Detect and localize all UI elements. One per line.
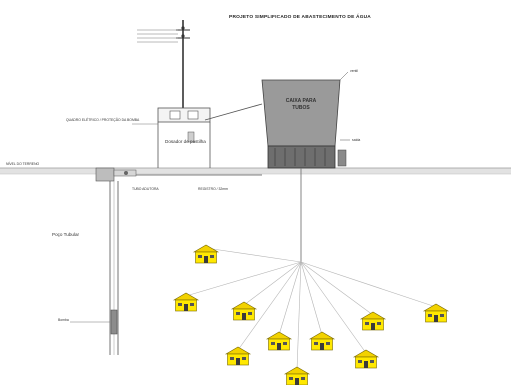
house-icon: [308, 331, 336, 351]
house-icon: [224, 346, 252, 366]
pump-house: [157, 107, 211, 168]
power-pole-icon: [137, 20, 190, 108]
distribution-line: [296, 261, 302, 371]
tank-label-line1: CAIXA PARA: [286, 98, 317, 104]
distribution-line: [300, 261, 437, 308]
distribution-line: [185, 261, 302, 297]
pump-label: Bomba: [58, 318, 69, 322]
well-label: Poço Tubular: [52, 232, 80, 237]
house-icon: [192, 244, 220, 264]
tank-label-line2: TUBOS: [292, 105, 310, 111]
chlorinator-icon: [187, 131, 195, 143]
house-icon: [172, 292, 200, 312]
diagram-title: PROJETO SIMPLIFICADO DE ABASTECIMENTO DE…: [229, 13, 371, 20]
pump-panel-label: QUADRO ELÉTRICO / PROTEÇÃO DA BOMBA: [66, 117, 140, 122]
chlorinator-label: Dosador de pastilha: [165, 139, 206, 144]
house-icon: [352, 349, 380, 369]
house-icon: [265, 331, 293, 351]
distribution-line: [243, 261, 302, 306]
distribution-lines: [185, 247, 437, 371]
ground-surface: [0, 167, 511, 175]
well-head: [95, 167, 137, 182]
distribution-line: [300, 261, 374, 316]
water-tank-icon: [261, 71, 350, 169]
distribution-line: [237, 261, 302, 351]
house-icon: [422, 303, 450, 323]
distribution-line: [205, 247, 302, 263]
distribution-line: [300, 261, 323, 336]
tank-top-note: ventil: [350, 69, 358, 73]
houses: [172, 244, 450, 385]
distribution-line: [278, 261, 302, 336]
tank-side-note: saída: [352, 138, 360, 142]
distribution-line: [300, 261, 367, 354]
house-icon: [359, 311, 387, 331]
ground-level-label: NÍVEL DO TERRENO: [6, 162, 40, 166]
house-icon: [283, 366, 311, 385]
pipe-note-right: REGISTRO / 32mm: [198, 187, 228, 191]
pump-icon: [110, 309, 118, 335]
pipe-note-left: TUBO ADUTORA: [132, 187, 159, 191]
house-icon: [230, 301, 258, 321]
